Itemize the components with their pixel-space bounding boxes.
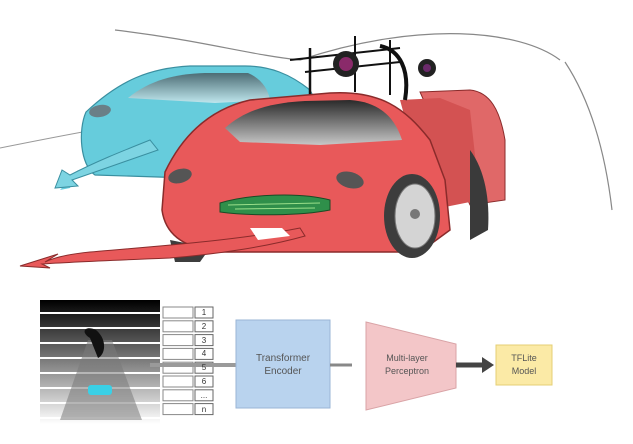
road-line-right [564, 61, 613, 211]
sequence-index-label: 4 [201, 349, 207, 359]
blue-car-trajectory-arrow [54, 139, 159, 189]
circuit-board-icon [219, 194, 331, 216]
sequence-token-slot [162, 361, 194, 374]
mlp-label: Multi-layer Perceptron [384, 353, 430, 376]
sequence-index-label: 6 [201, 377, 207, 386]
sequence-index-label: 3 [201, 335, 207, 345]
car-illustration [0, 29, 613, 269]
sequence-index-box [194, 306, 214, 319]
sequence-index-box [194, 403, 214, 416]
sequence-token-slot [162, 320, 194, 333]
sequence-token-slot [162, 306, 194, 319]
frame-separator [40, 327, 160, 329]
tflite-block [495, 344, 553, 386]
mlp-block [365, 321, 457, 411]
sequence-index-box [194, 320, 214, 333]
encoder-block [235, 319, 331, 409]
red-car [19, 91, 489, 269]
sequence-index-stack [162, 306, 214, 416]
sequence-token-slot [162, 389, 194, 402]
frame-separator [40, 312, 160, 314]
arrow-head-icon [482, 357, 494, 373]
sequence-index-box [194, 361, 214, 374]
sequence-index-label: 2 [201, 321, 207, 331]
sequence-token-slot [162, 347, 194, 360]
sequence-token-slot [162, 375, 194, 388]
sequence-index-label: ... [200, 390, 208, 400]
sequence-index-box [194, 334, 214, 347]
camera-rig [289, 36, 436, 101]
sequence-index-box [194, 347, 214, 360]
encoder-label: Transformer Encoder [255, 353, 311, 377]
sequence-index-label: n [201, 404, 207, 414]
tflite-label: TFLite Model [511, 353, 537, 376]
input-frames [40, 300, 160, 424]
pipeline-diagram [40, 300, 553, 424]
red-car-trajectory-arrow [19, 227, 306, 269]
sequence-token-slot [162, 403, 194, 416]
car-view-icon [88, 385, 112, 395]
road-view [60, 340, 142, 420]
sequence-index-label: 5 [201, 363, 207, 373]
sequence-index-label: 1 [201, 308, 207, 317]
sequence-token-slot [162, 334, 194, 347]
sequence-index-box [194, 375, 214, 388]
sequence-index-box [194, 389, 214, 402]
